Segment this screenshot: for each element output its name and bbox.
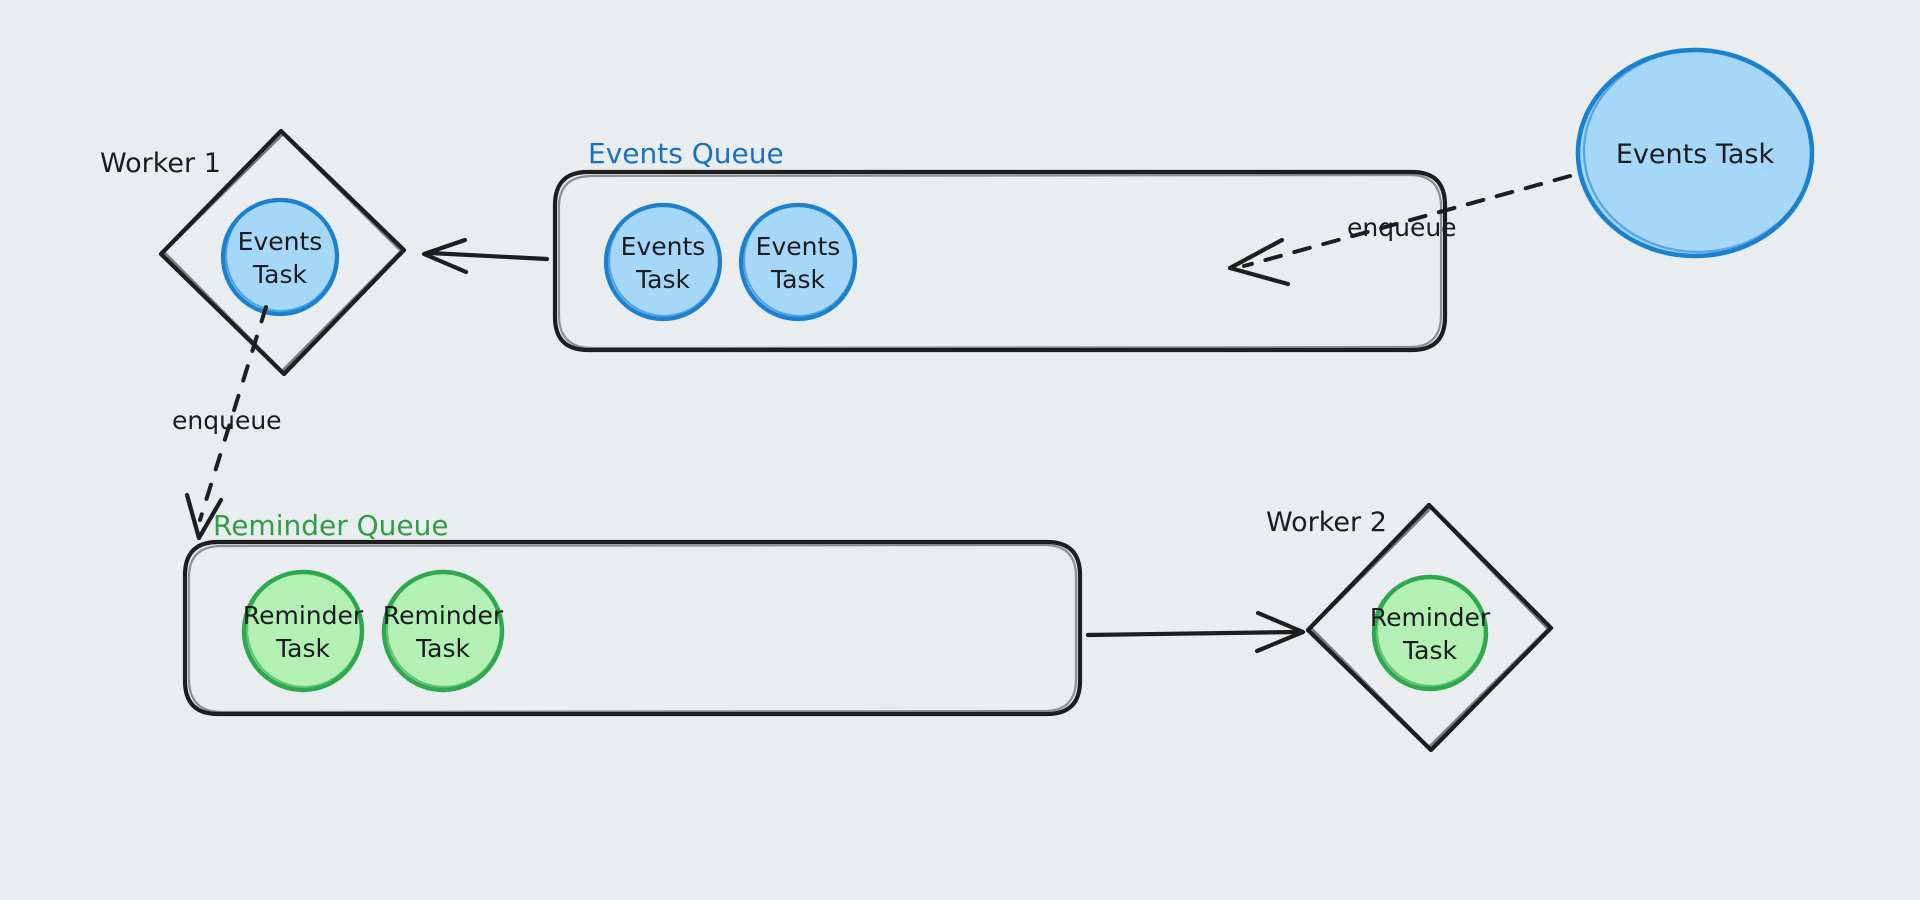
edge-events-queue-to-worker-1 xyxy=(421,237,550,275)
reminder-queue-task-2-line2: Task xyxy=(415,634,470,663)
worker-1-task-label-line2: Task xyxy=(252,260,307,289)
worker-2-group[interactable]: Worker 2 Reminder Task xyxy=(1266,502,1554,753)
edge-reminder-queue-to-worker-2 xyxy=(1085,610,1306,654)
reminder-queue-box xyxy=(182,539,1083,717)
reminder-queue-box-sketch xyxy=(187,543,1078,714)
worker-2-task-outline-sketch xyxy=(1375,574,1487,688)
edge-eq-w1-line xyxy=(427,250,550,262)
edge-enqueue-external-label: enqueue xyxy=(1347,213,1457,242)
reminder-queue-group[interactable]: Reminder Queue Reminder Task Reminder Ta… xyxy=(182,509,1083,717)
events-queue-box-sketch xyxy=(557,173,1443,350)
events-queue-label: Events Queue xyxy=(588,137,784,170)
reminder-queue-task-2-outline-sketch xyxy=(385,569,503,689)
edge-rq-w2-line xyxy=(1085,629,1300,638)
reminder-queue-task-2-fill xyxy=(384,572,502,690)
events-queue-box xyxy=(552,169,1448,353)
reminder-queue-task-1-line2: Task xyxy=(275,634,330,663)
worker-2-diamond xyxy=(1305,502,1554,753)
events-queue-task-1-outline-sketch xyxy=(607,202,721,318)
edge-eq-w1-arrowhead xyxy=(421,237,469,275)
events-queue-task-2-line2: Task xyxy=(770,265,825,294)
external-events-task-outline-sketch xyxy=(1582,48,1814,254)
worker-1-task-label-line1: Events xyxy=(238,227,323,256)
edge-enqueue-external-to-events-queue: enqueue xyxy=(1227,174,1572,287)
edge-enqueue-external-line xyxy=(1242,174,1572,268)
reminder-queue-task-1-outline-sketch xyxy=(245,569,363,689)
external-events-task-group[interactable]: Events Task xyxy=(1575,47,1815,259)
worker-1-task-outline-sketch xyxy=(224,197,338,313)
edge-enqueue-worker-1-to-reminder-queue: enqueue xyxy=(172,305,282,541)
edge-enqueue-w1-arrowhead xyxy=(184,492,224,541)
reminder-queue-label: Reminder Queue xyxy=(213,509,449,542)
worker-1-diamond-sketch xyxy=(162,132,403,373)
external-events-task-label: Events Task xyxy=(1616,139,1775,170)
events-queue-task-2-line1: Events xyxy=(756,232,841,261)
events-queue-task-1-line1: Events xyxy=(621,232,706,261)
reminder-queue-task-1-fill xyxy=(244,572,362,690)
worker-2-task-fill xyxy=(1374,577,1486,689)
worker-2-label: Worker 2 xyxy=(1266,507,1387,538)
worker-2-diamond-sketch xyxy=(1309,506,1550,749)
reminder-queue-task-2-line1: Reminder xyxy=(383,601,504,630)
edge-enqueue-external-arrowhead xyxy=(1227,237,1291,287)
worker-1-label: Worker 1 xyxy=(100,148,221,179)
worker-1-task-fill xyxy=(223,200,337,314)
events-queue-task-2-fill xyxy=(741,205,855,319)
reminder-queue-task-1-line1: Reminder xyxy=(243,601,364,630)
edge-enqueue-w1-label: enqueue xyxy=(172,406,282,435)
edge-rq-w2-arrowhead xyxy=(1254,610,1306,654)
events-queue-task-1-fill xyxy=(606,205,720,319)
worker-1-group[interactable]: Worker 1 Events Task xyxy=(100,128,407,377)
events-queue-group[interactable]: Events Queue Events Task Events Task xyxy=(552,137,1448,353)
worker-1-diamond xyxy=(158,128,407,377)
worker-2-task-label-line2: Task xyxy=(1402,636,1457,665)
events-queue-task-1-line2: Task xyxy=(635,265,690,294)
worker-2-task-label-line1: Reminder xyxy=(1370,603,1491,632)
edge-enqueue-w1-line xyxy=(198,305,268,522)
external-events-task-fill xyxy=(1578,50,1812,256)
events-queue-task-2-outline-sketch xyxy=(742,202,856,318)
